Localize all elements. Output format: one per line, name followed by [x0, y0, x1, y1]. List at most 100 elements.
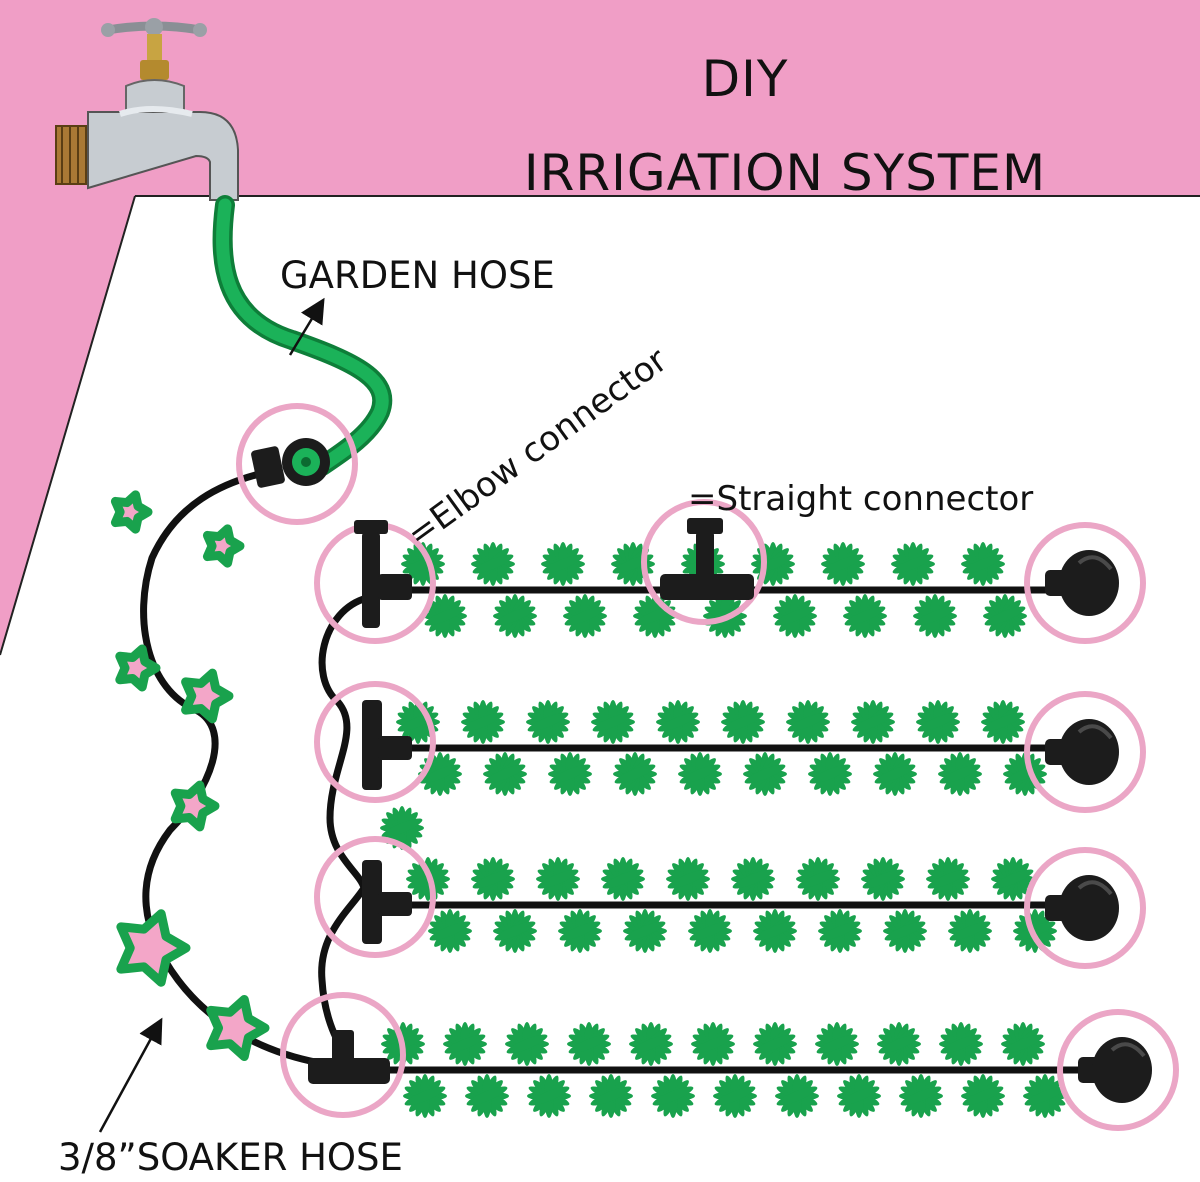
wall-edge-diagonal — [0, 195, 136, 656]
ring-tee-row4 — [280, 992, 406, 1118]
ring-straight — [641, 499, 767, 625]
vine-leaf — [181, 668, 234, 724]
ring-tee-row3 — [314, 836, 436, 958]
vine-leaf — [116, 909, 191, 987]
plant-icon — [815, 1022, 859, 1066]
elbow-connector-label: =Elbow connector — [400, 340, 675, 555]
plant-icon — [818, 909, 862, 953]
plant-icon — [428, 909, 472, 953]
plant-icon — [913, 594, 957, 638]
plant-icon — [656, 700, 700, 744]
plant-icon — [651, 1074, 695, 1118]
plant-icon — [851, 700, 895, 744]
end-caps-layer — [1045, 550, 1152, 1103]
plant-icon — [753, 909, 797, 953]
plant-icon — [938, 752, 982, 796]
plant-icon — [731, 857, 775, 901]
vine-leaf — [115, 644, 161, 692]
plant-icon — [961, 1074, 1005, 1118]
plant-icon — [418, 752, 462, 796]
end-cap-icon — [1045, 719, 1119, 785]
plant-icon — [939, 1022, 983, 1066]
plant-icon — [773, 594, 817, 638]
ring-hose-connector — [236, 403, 358, 525]
plant-icon — [536, 857, 580, 901]
plant-icon — [563, 594, 607, 638]
plant-icon — [461, 700, 505, 744]
plant-icon — [821, 542, 865, 586]
plant-icon — [796, 857, 840, 901]
plant-icon — [891, 542, 935, 586]
ring-endcap-row2 — [1024, 691, 1146, 813]
plant-icon — [883, 909, 927, 953]
plant-icon — [558, 909, 602, 953]
plant-icon — [1023, 1074, 1067, 1118]
plant-icon — [380, 806, 424, 850]
vine-leaf — [110, 490, 153, 534]
end-cap-icon — [1045, 875, 1119, 941]
plant-icon — [961, 542, 1005, 586]
plant-icon — [678, 752, 722, 796]
tee-connector-icon — [362, 700, 412, 790]
soaker-hose-feeder — [140, 467, 384, 1070]
title-line-1: DIY — [702, 50, 789, 108]
plant-icon — [991, 857, 1035, 901]
plant-icon — [688, 909, 732, 953]
plant-icon — [548, 752, 592, 796]
hose-connector-icon — [251, 438, 330, 488]
straight-connector-label: =Straight connector — [688, 479, 1033, 519]
plant-icon — [589, 1074, 633, 1118]
plant-icon — [591, 700, 635, 744]
plant-icon — [926, 857, 970, 901]
ring-endcap-row4 — [1057, 1009, 1179, 1131]
elbow-connector-icon — [354, 520, 412, 628]
plant-icon — [691, 1022, 735, 1066]
plant-icon — [629, 1022, 673, 1066]
plant-icon — [873, 752, 917, 796]
plant-icon — [713, 1074, 757, 1118]
end-cap-icon — [1045, 550, 1119, 616]
plant-icon — [843, 594, 887, 638]
plant-icon — [877, 1022, 921, 1066]
plant-icon — [471, 857, 515, 901]
soaker-hose-rail — [318, 594, 371, 1056]
plant-icon — [471, 542, 515, 586]
plant-icon — [808, 752, 852, 796]
plant-icon — [505, 1022, 549, 1066]
title-line-2: IRRIGATION SYSTEM — [524, 144, 1046, 202]
plant-icon — [666, 857, 710, 901]
plant-icon — [601, 857, 645, 901]
soaker-hose-label: 3/8”SOAKER HOSE — [58, 1136, 403, 1179]
plant-icon — [743, 752, 787, 796]
plant-icon — [948, 909, 992, 953]
plants-layer — [110, 490, 1067, 1118]
plant-icon — [527, 1074, 571, 1118]
tee-connector-icon — [362, 860, 412, 944]
plant-icon — [465, 1074, 509, 1118]
plant-icon — [443, 1022, 487, 1066]
ring-endcap-row3 — [1024, 847, 1146, 969]
plant-icon — [981, 700, 1025, 744]
plant-icon — [899, 1074, 943, 1118]
tee-connector-icon — [660, 518, 754, 600]
plant-icon — [611, 542, 655, 586]
plant-icon — [775, 1074, 819, 1118]
plant-icon — [786, 700, 830, 744]
plant-icon — [526, 700, 570, 744]
tee-connector-icon — [308, 1030, 390, 1084]
plant-icon — [916, 700, 960, 744]
plant-icon — [483, 752, 527, 796]
plant-icon — [983, 594, 1027, 638]
plant-icon — [567, 1022, 611, 1066]
plant-icon — [493, 594, 537, 638]
plant-icon — [613, 752, 657, 796]
plant-icon — [623, 909, 667, 953]
garden-hose-label: GARDEN HOSE — [280, 254, 555, 297]
plant-icon — [861, 857, 905, 901]
plant-icon — [721, 700, 765, 744]
vine-leaf — [206, 994, 270, 1062]
ring-endcap-row1 — [1024, 522, 1146, 644]
wall-background — [0, 0, 1200, 655]
